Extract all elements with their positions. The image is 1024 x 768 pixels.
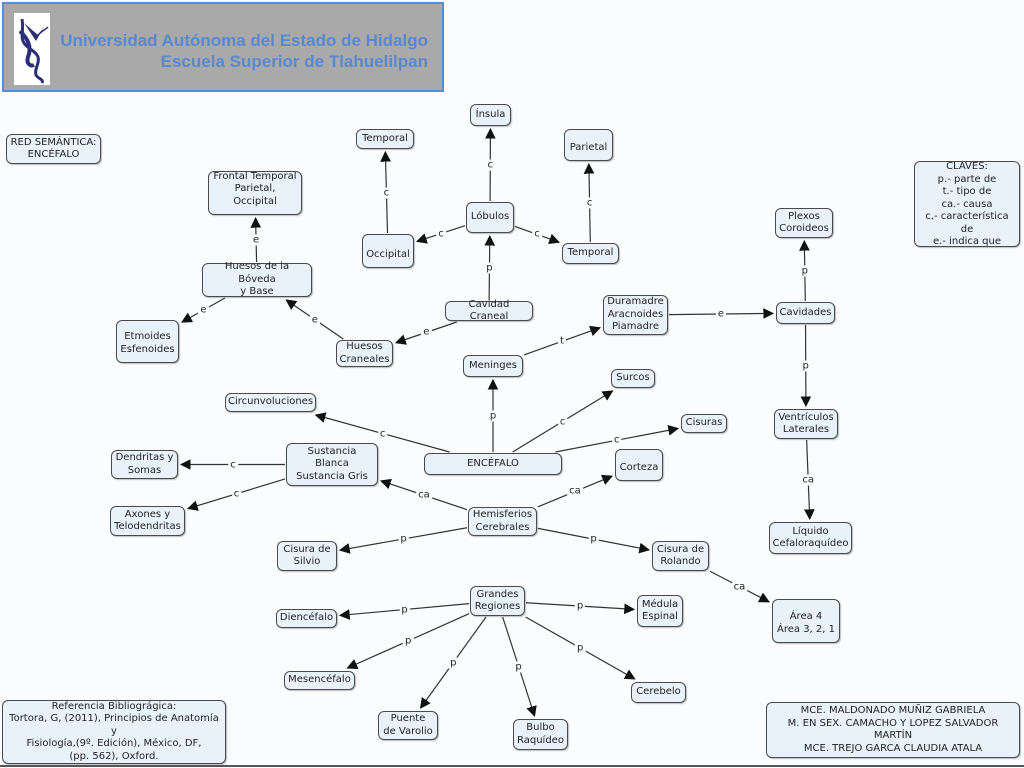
link-label: c [231,488,242,500]
link-label: e [198,304,209,316]
legend-title: CLAVES: [946,161,988,173]
concept-node-corteza[interactable]: Corteza [615,449,663,481]
concept-node-cisura-silvio[interactable]: Cisura de Silvio [277,541,337,571]
legend-box: CLAVES: p.- parte de t.- tipo de ca.- ca… [914,161,1020,247]
legend-item: p.- parte de [937,173,997,185]
bottom-divider [0,765,1024,767]
concept-node-duramadre[interactable]: Duramadre Aracnoides Piamadre [603,295,668,335]
concept-node-occipital[interactable]: Occipital [362,234,414,268]
concept-node-mesencefalo[interactable]: Mesencéfalo [284,671,355,690]
uaeh-bird-logo-icon [14,13,50,85]
concept-node-cisuras[interactable]: Cisuras [681,414,727,433]
concept-node-encefalo[interactable]: ENCÉFALO [424,453,562,475]
concept-node-hemisferios[interactable]: Hemisferios Cerebrales [468,507,537,536]
concept-node-area[interactable]: Área 4 Área 3, 2, 1 [772,599,840,643]
link-label: e [421,326,432,338]
concept-node-huesos-boveda[interactable]: Huesos de la Bóveda y Base [202,261,312,297]
link-label: e [715,308,727,320]
university-header: Universidad Autónoma del Estado de Hidal… [2,2,444,92]
link-label: p [575,642,586,654]
concept-node-sustancia[interactable]: Sustancia Blanca Sustancia Gris [286,443,378,486]
link-label: p [799,265,810,277]
concept-node-frontal[interactable]: Frontal Temporal Parietal, Occipital [208,171,302,215]
concept-node-liquido[interactable]: Líquido Cefaloraquídeo [769,522,852,554]
concept-node-diencefalo[interactable]: Diencéfalo [276,609,337,628]
link-label: p [800,360,811,371]
concept-node-circunvoluciones[interactable]: Circunvoluciones [225,393,316,412]
link-label: c [557,416,568,427]
concept-node-temporal-right[interactable]: Temporal [562,243,619,264]
legend-item: c.- característica de [925,211,1009,235]
link-label: c [381,187,392,198]
concept-node-axones[interactable]: Axones y Telodendritas [110,506,185,536]
link-label: p [403,635,414,647]
concept-node-surcos[interactable]: Surcos [611,369,655,388]
concept-node-cavidades[interactable]: Cavidades [776,302,835,324]
link-label: c [436,228,446,240]
link-label: c [228,459,238,470]
concept-node-huesos-craneales[interactable]: Huesos Craneales [336,340,393,367]
concept-node-lobulos[interactable]: Lóbulos [466,202,514,233]
link-label: p [513,661,524,672]
link-label: c [584,197,595,209]
link-label: c [377,428,388,439]
link-label: ca [416,489,432,501]
link-label: p [574,600,586,612]
link-label: p [448,657,459,668]
reference-box: Referencia Bibliográgica: Tortora, G, (2… [2,700,226,764]
authors-box: MCE. MALDONADO MUÑIZ GABRIELA M. EN SEX.… [766,702,1020,758]
university-name: Universidad Autónoma del Estado de Hidal… [60,31,428,50]
concept-node-medula[interactable]: Médula Espinal [637,595,683,627]
concept-node-temporal-top[interactable]: Temporal [356,129,414,149]
concept-node-cisura-rolando[interactable]: Cisura de Rolando [652,541,709,571]
school-name: Escuela Superior de Tlahuelilpan [160,52,428,71]
concept-node-insula[interactable]: Ínsula [470,104,511,126]
link-label: c [532,228,542,240]
link-label: e [251,234,262,246]
concept-node-bulbo[interactable]: Bulbo Raquídeo [513,719,568,750]
concept-node-parietal[interactable]: Parietal [564,129,613,161]
legend-item: e.- indica que [932,236,1001,248]
concept-node-meninges[interactable]: Meninges [463,355,523,377]
concept-node-plexos[interactable]: Plexos Coroideos [775,208,833,238]
link-label: p [399,604,410,616]
concept-node-etmoides[interactable]: Etmoides Esfenoides [116,320,179,363]
concept-node-cavidad-craneal[interactable]: Cavidad Craneal [445,299,533,322]
legend-item: t.- tipo de [942,186,992,198]
link-label: p [487,410,499,422]
link-label: p [588,533,599,545]
diagram-title: RED SEMÁNTICA: ENCÉFALO [6,134,101,164]
link-label: e [309,314,320,325]
link-label: ca [567,485,583,497]
link-label: ca [800,474,817,485]
legend-item: ca.- causa [941,198,993,210]
concept-node-grandes-regiones[interactable]: Grandes Regiones [470,586,525,616]
concept-node-ventriculos[interactable]: Ventrículos Laterales [774,409,838,439]
link-label: p [398,533,409,545]
link-label: p [484,262,495,274]
link-label: c [612,434,622,446]
link-label: c [485,159,495,171]
concept-node-dendritas[interactable]: Dendritas y Somas [111,450,178,479]
concept-node-cerebelo[interactable]: Cerebelo [631,682,686,703]
link-label: t [558,335,566,347]
link-label: ca [731,581,748,593]
concept-node-puente[interactable]: Puente de Varolio [378,711,438,740]
